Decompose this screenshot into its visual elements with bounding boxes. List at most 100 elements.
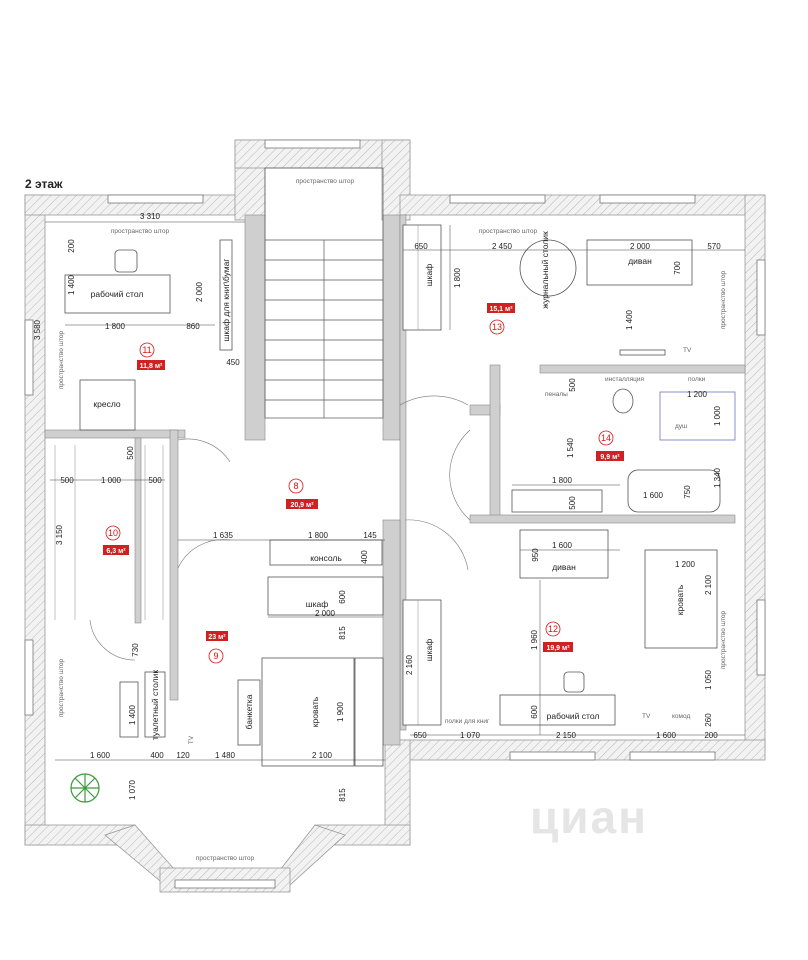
room-14-area: 9,9 м² <box>600 454 620 461</box>
room-11-number: 11 <box>142 345 151 355</box>
label-desk-left: рабочий стол <box>91 289 144 299</box>
dim-1800a: 1 800 <box>105 322 126 331</box>
dimension-lines <box>45 221 745 761</box>
room-12-number: 12 <box>548 624 558 634</box>
staircase <box>264 167 384 419</box>
label-shower: душ <box>675 423 687 430</box>
plant-icon <box>70 773 100 803</box>
curtain-note-6: пространство штор <box>58 331 65 390</box>
dim-750: 750 <box>683 485 692 499</box>
bathtub-shape <box>627 469 721 513</box>
dim-1400c: 1 400 <box>128 704 137 725</box>
bed-9-shape <box>261 657 355 767</box>
dim-700: 700 <box>673 261 682 275</box>
dim-570: 570 <box>707 242 721 251</box>
coffee-table-shape <box>519 239 577 297</box>
label-coffee-table: журнальный столик <box>540 231 550 309</box>
dim-1200a: 1 200 <box>687 390 708 399</box>
toilet-shape <box>612 388 634 414</box>
dim-600a: 600 <box>338 590 347 604</box>
armchair-shape <box>79 379 136 431</box>
floor-title: 2 этаж <box>25 177 63 191</box>
room-10-area: 6,3 м² <box>106 548 126 555</box>
curtain-note-1: пространство штор <box>111 228 170 235</box>
dim-815a: 815 <box>338 626 347 640</box>
dim-3150: 3 150 <box>55 524 64 545</box>
room-markers <box>105 319 614 664</box>
dim-1960: 1 960 <box>530 629 539 650</box>
bookcase-shape <box>219 239 233 351</box>
dim-200b: 200 <box>704 731 718 740</box>
dim-3310: 3 310 <box>140 212 161 221</box>
label-dresser: комод <box>672 713 690 720</box>
dim-2150: 2 150 <box>556 731 577 740</box>
wardrobe-12-shape <box>402 599 442 726</box>
wardrobe-13-shape <box>402 224 442 331</box>
dim-1070b: 1 070 <box>460 731 481 740</box>
dim-1400b: 1 400 <box>625 309 634 330</box>
label-tv-9: TV <box>188 735 195 744</box>
dim-500c: 500 <box>126 446 135 460</box>
label-tv-12: TV <box>642 713 651 720</box>
label-wardrobe-12: шкаф <box>424 639 434 661</box>
room-8-number: 8 <box>293 481 298 491</box>
dim-2100b: 2 100 <box>704 574 713 595</box>
label-installation: инсталляция <box>605 376 644 383</box>
curtain-note-2: пространство штор <box>296 178 355 185</box>
dim-450: 450 <box>226 358 240 367</box>
dim-650b: 650 <box>413 731 427 740</box>
room-8-area: 20,9 м² <box>290 502 314 509</box>
label-desk-12: рабочий стол <box>547 711 600 721</box>
tv-13-shape <box>619 349 666 356</box>
vanity-shape <box>144 671 166 738</box>
dim-1070a: 1 070 <box>128 779 137 800</box>
curtain-note-5: пространство штор <box>720 611 727 670</box>
dim-2450: 2 450 <box>492 242 513 251</box>
dim-120: 120 <box>176 751 190 760</box>
room-13-area: 15,1 м² <box>489 306 513 313</box>
dim-1635: 1 635 <box>213 531 234 540</box>
dim-2100a: 2 100 <box>312 751 333 760</box>
chair-left-shape <box>114 249 138 273</box>
dim-1200b: 1 200 <box>675 560 696 569</box>
curtain-note-4: пространство штор <box>720 271 727 330</box>
room-9-number: 9 <box>213 651 218 661</box>
bed-12-shape <box>644 549 718 649</box>
dim-1480: 1 480 <box>215 751 236 760</box>
dim-260: 260 <box>704 713 713 727</box>
console-shape <box>269 539 383 566</box>
dim-1600b: 1 600 <box>90 751 111 760</box>
label-wardrobe-hall: шкаф <box>306 599 328 609</box>
shower-shape <box>659 391 736 441</box>
wardrobe-hall-shape <box>267 576 384 616</box>
curtain-note-7: пространство штор <box>58 659 65 718</box>
dim-1900: 1 900 <box>336 701 345 722</box>
dim-145: 145 <box>363 531 377 540</box>
dim-2160: 2 160 <box>405 654 414 675</box>
dim-2000b: 2 000 <box>630 242 651 251</box>
sofa-top-shape <box>586 239 693 286</box>
desk-left-shape <box>64 274 171 314</box>
dim-1000a: 1 000 <box>713 405 722 426</box>
label-bookcase: шкаф для книг\бумаг <box>221 259 231 342</box>
dim-730: 730 <box>131 643 140 657</box>
dim-400a: 400 <box>360 550 369 564</box>
windows <box>24 139 766 889</box>
dim-1600c: 1 600 <box>552 541 573 550</box>
room-10-number: 10 <box>108 528 118 538</box>
label-tv-13: TV <box>683 347 692 354</box>
dim-400b: 400 <box>150 751 164 760</box>
closet-shelving <box>54 225 419 725</box>
label-sofa-12: диван <box>552 562 576 572</box>
label-vanity: туалетный столик <box>150 670 160 740</box>
label-bench: банкетка <box>244 694 254 729</box>
dim-1600a: 1 600 <box>643 491 664 500</box>
room-12-area: 19,9 м² <box>546 645 570 652</box>
area-badges <box>103 303 624 652</box>
room-11-area: 11,8 м² <box>140 363 163 370</box>
dim-600b: 600 <box>530 705 539 719</box>
dim-500d: 500 <box>60 476 74 485</box>
dim-500a: 500 <box>568 378 577 392</box>
dim-2000c: 2 000 <box>315 609 336 618</box>
